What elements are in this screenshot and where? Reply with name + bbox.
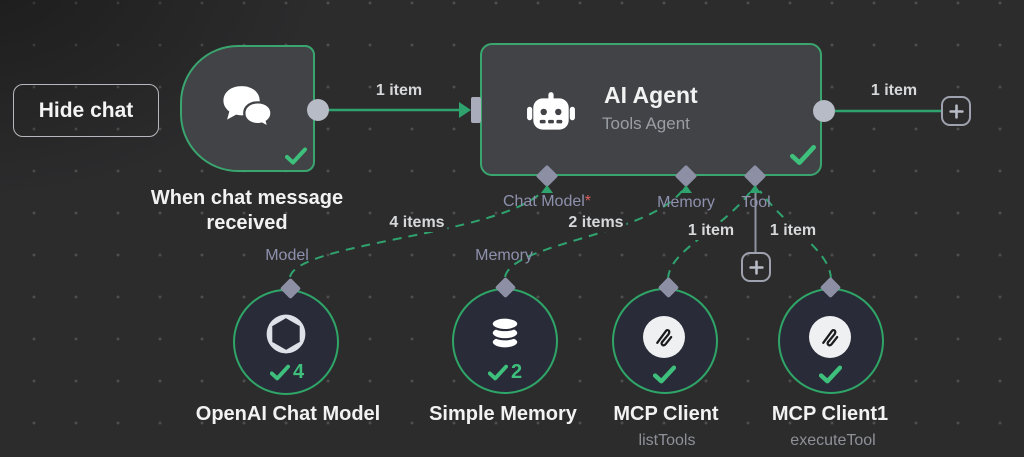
mcp-icon	[809, 316, 851, 358]
memory-run-badge: 2	[487, 361, 523, 384]
agent-title: AI Agent	[604, 82, 698, 108]
agent-chat-model-port-label: Chat Model*	[503, 193, 591, 211]
robot-icon	[526, 89, 576, 139]
hide-chat-button[interactable]: Hide chat	[13, 84, 159, 137]
agent-tool-port-label: Tool	[741, 194, 771, 211]
memory-node-label: Simple Memory	[429, 403, 577, 425]
agent-input-port[interactable]	[471, 97, 481, 123]
openai-port-label: Model	[265, 247, 309, 264]
success-check-icon	[269, 364, 290, 381]
mcp2-operation-label: executeTool	[790, 432, 876, 449]
edge-label-trigger-to-agent: 1 item	[372, 82, 426, 100]
required-marker: *	[584, 193, 592, 210]
trigger-output-port[interactable]	[307, 99, 329, 121]
edge-label-tool-right: 1 item	[766, 222, 820, 240]
openai-icon	[263, 311, 309, 357]
trigger-node-label: When chat message received	[150, 187, 344, 234]
edge-label-model: 4 items	[386, 214, 448, 232]
edge-label-agent-output: 1 item	[867, 82, 921, 100]
mcp2-node-label: MCP Client1	[771, 403, 889, 425]
edge-model-to-agent[interactable]	[289, 190, 544, 278]
add-tool-button[interactable]	[741, 252, 771, 282]
memory-arrow-icon	[680, 185, 692, 193]
success-check-icon	[487, 364, 508, 381]
plus-icon	[748, 259, 764, 275]
plus-icon	[948, 103, 964, 119]
memory-run-count: 2	[510, 361, 523, 383]
chat-model-arrow-icon	[541, 185, 553, 193]
success-check-icon	[819, 365, 842, 384]
mcp1-node-label: MCP Client	[613, 403, 719, 425]
agent-output-port[interactable]	[813, 100, 835, 122]
agent-input-arrow-icon	[459, 102, 471, 118]
edge-label-memory: 2 items	[565, 214, 627, 232]
agent-subtitle: Tools Agent	[602, 114, 690, 133]
node-mcp-client[interactable]	[612, 288, 718, 394]
node-openai-chat-model[interactable]	[233, 289, 339, 395]
openai-run-badge: 4	[269, 361, 305, 384]
mcp-icon	[643, 316, 685, 358]
node-mcp-client1[interactable]	[778, 288, 884, 394]
chat-bubbles-icon	[218, 77, 276, 135]
memory-port-label: Memory	[475, 247, 533, 264]
hide-chat-label: Hide chat	[38, 98, 134, 122]
edge-memory-to-agent[interactable]	[504, 190, 683, 278]
mcp1-operation-label: listTools	[638, 432, 696, 449]
chat-model-label-text: Chat Model	[502, 193, 585, 210]
tool-arrow-icon	[749, 185, 761, 193]
add-node-button[interactable]	[941, 96, 971, 126]
node-chat-trigger[interactable]	[180, 45, 315, 172]
openai-node-label: OpenAI Chat Model	[195, 403, 381, 425]
agent-memory-port-label: Memory	[657, 194, 715, 211]
node-ai-agent[interactable]: AI Agent Tools Agent	[480, 43, 822, 176]
success-check-icon	[285, 147, 307, 165]
edge-label-tool-left: 1 item	[684, 222, 738, 240]
database-icon	[485, 311, 525, 355]
success-check-icon	[790, 144, 816, 166]
success-check-icon	[653, 365, 676, 384]
openai-run-count: 4	[292, 361, 305, 383]
